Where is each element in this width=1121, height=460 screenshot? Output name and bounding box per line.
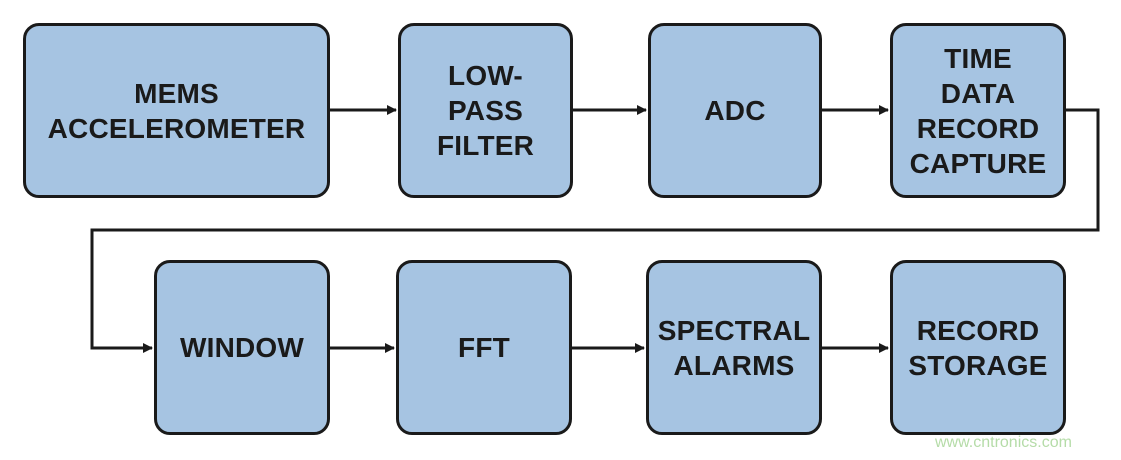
block-mems-accelerometer: MEMS ACCELEROMETER: [23, 23, 330, 198]
block-label-storage: RECORD STORAGE: [908, 314, 1048, 381]
block-record-storage: RECORD STORAGE: [890, 260, 1066, 435]
block-low-pass-filter: LOW- PASS FILTER: [398, 23, 573, 198]
block-spectral-alarms: SPECTRAL ALARMS: [646, 260, 822, 435]
block-fft: FFT: [396, 260, 572, 435]
block-time-data-record-capture: TIME DATA RECORD CAPTURE: [890, 23, 1066, 198]
arrow-capture-to-window: [90, 108, 1100, 353]
block-label-window: WINDOW: [179, 332, 305, 363]
block-label-lpf: LOW- PASS FILTER: [436, 60, 535, 161]
block-label-mems: MEMS ACCELEROMETER: [47, 77, 306, 144]
block-window: WINDOW: [154, 260, 330, 435]
block-label-fft: FFT: [458, 332, 510, 363]
block-label-adc: ADC: [704, 95, 766, 126]
watermark-text: www.cntronics.com: [935, 434, 1072, 451]
block-label-alarms: SPECTRAL ALARMS: [657, 314, 811, 381]
block-adc: ADC: [648, 23, 822, 198]
block-label-capture: TIME DATA RECORD CAPTURE: [909, 42, 1047, 179]
